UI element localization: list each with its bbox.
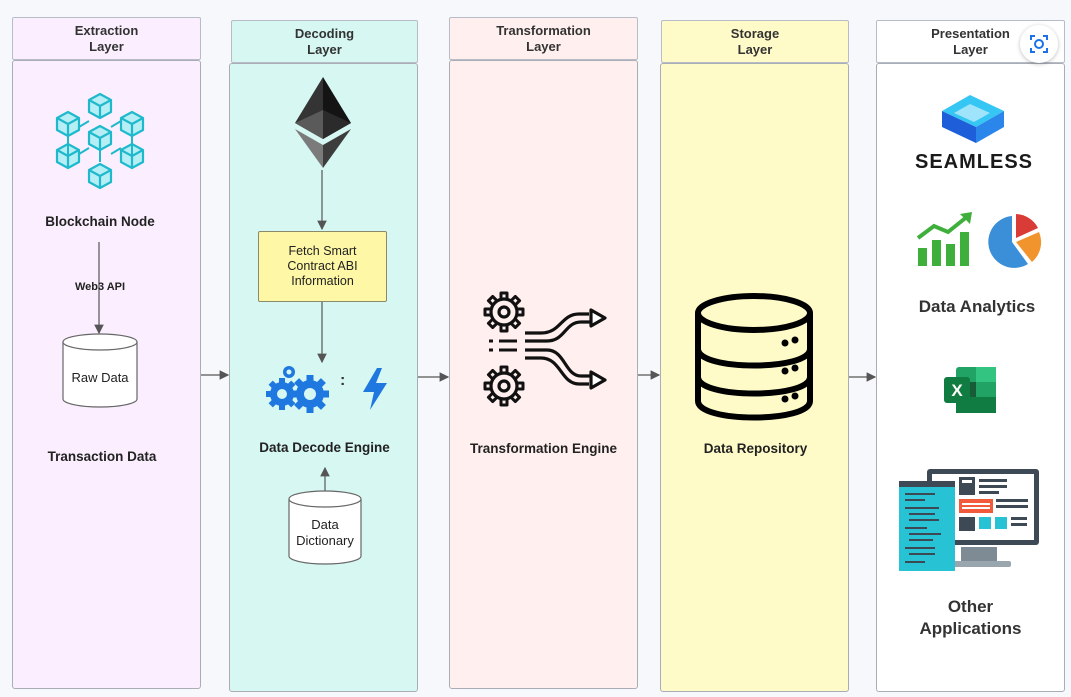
database-icon [695,293,813,421]
data-decode-engine-label: Data Decode Engine [259,440,390,455]
excel-letter: X [951,381,963,400]
screenshot-scan-icon [1030,35,1048,53]
transformation-column [449,60,638,689]
blockchain-node-label: Blockchain Node [45,214,155,229]
monitor-apps-icon [899,469,1039,571]
ethereum-icon [295,77,351,168]
raw-data-label: Raw Data [71,370,129,385]
screenshot-scan-button[interactable] [1020,25,1058,63]
gears-icon [266,366,329,413]
decoding-column [229,63,418,692]
data-dictionary-database-icon [288,490,362,565]
lightning-icon [363,368,387,410]
excel-icon: X [944,367,996,413]
seamless-logo-icon [942,95,1004,143]
web3-api-label: Web3 API [74,281,126,293]
fetch-abi-box: Fetch Smart Contract ABI Information [258,231,387,302]
colon-separator: : [340,372,346,389]
blockchain-cubes-icon [55,92,145,190]
transaction-data-label: Transaction Data [47,449,157,464]
other-applications-label: Other Applications [919,597,1022,638]
transform-gears-arrows-icon [483,291,607,407]
data-repository-label: Data Repository [703,441,808,456]
bar-chart-icon [916,212,972,266]
seamless-label: SEAMLESS [914,151,1034,173]
pie-chart-icon [988,214,1042,268]
data-dictionary-label: Data Dictionary [296,517,354,548]
transformation-engine-label: Transformation Engine [469,441,618,456]
raw-data-database-icon [62,333,138,408]
data-analytics-label: Data Analytics [918,297,1036,316]
